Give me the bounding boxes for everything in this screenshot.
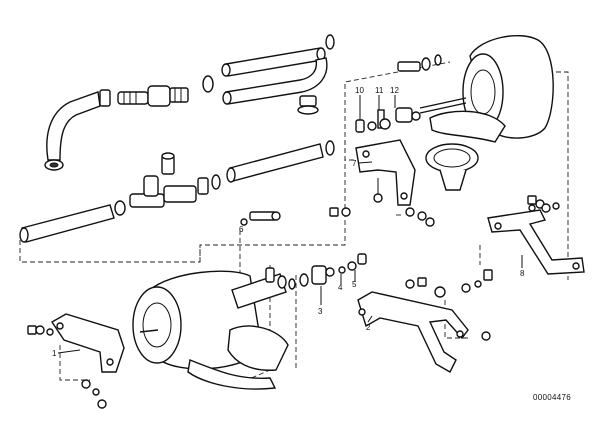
straight-hose-middle xyxy=(229,143,324,182)
grommet xyxy=(325,34,335,50)
hose-nipple xyxy=(297,95,319,115)
vacuum-fitting xyxy=(397,61,421,72)
callout-5: 5 xyxy=(352,280,357,289)
upper-vacuum-hose-assembly xyxy=(44,34,335,171)
callout-4: 4 xyxy=(338,283,343,292)
hose-clamp xyxy=(99,89,111,107)
callout-11: 11 xyxy=(375,86,384,95)
bracket-lower-left xyxy=(27,313,125,409)
document-id: 00004476 xyxy=(533,393,571,402)
hose-clamp xyxy=(197,177,209,195)
curved-hose xyxy=(46,91,101,161)
tee-fitting xyxy=(129,152,197,208)
brake-booster-upper xyxy=(397,34,554,191)
callout-leader-lines xyxy=(57,161,523,354)
callout-12: 12 xyxy=(390,86,399,95)
callout-2: 2 xyxy=(366,323,371,332)
bent-hose xyxy=(225,57,328,105)
hose-clamp xyxy=(114,200,126,216)
brake-booster-lower xyxy=(132,267,296,390)
check-valve xyxy=(117,85,189,107)
bracket-right xyxy=(487,195,585,275)
callout-7: 7 xyxy=(352,159,357,168)
callout-6: 6 xyxy=(239,225,244,234)
callout-8: 8 xyxy=(520,269,525,278)
callout-1: 1 xyxy=(52,349,57,358)
bracket-lower-right xyxy=(357,269,493,373)
bracket-upper xyxy=(329,139,435,227)
lower-vacuum-hose-assembly xyxy=(19,140,335,243)
grommet xyxy=(202,75,214,93)
callout-10: 10 xyxy=(355,86,364,95)
straight-hose-top xyxy=(225,47,323,77)
grommet xyxy=(325,140,335,156)
callout-labels: 10 11 12 7 6 8 3 4 5 2 1 xyxy=(52,86,525,358)
upper-hardware-parts xyxy=(355,95,421,133)
lower-hardware-parts xyxy=(240,211,367,305)
grommet xyxy=(211,174,221,190)
callout-3: 3 xyxy=(318,307,323,316)
long-hose-lower xyxy=(21,204,115,243)
